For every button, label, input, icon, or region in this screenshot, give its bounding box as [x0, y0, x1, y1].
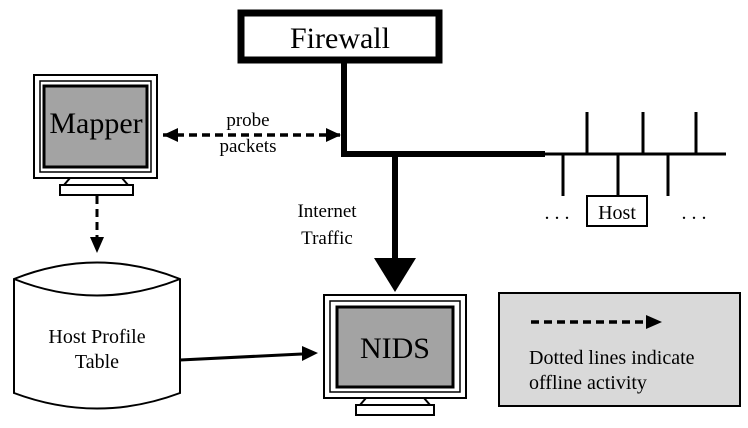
network-backbone — [341, 60, 726, 196]
probe-packets-arrow: probe packets — [163, 110, 341, 157]
ellipsis-left: . . . — [545, 202, 570, 224]
internet-traffic-arrow: Internet Traffic — [297, 154, 416, 292]
probe-label-line2: packets — [220, 136, 277, 157]
mapper-label: Mapper — [49, 107, 142, 140]
mapper-monitor: Mapper — [33, 74, 158, 196]
host-table-label-line2: Table — [75, 351, 119, 373]
nids-label: NIDS — [360, 332, 430, 365]
probe-label-line1: probe — [226, 110, 269, 131]
traffic-label-line2: Traffic — [301, 228, 353, 249]
firewall-node: Firewall — [237, 9, 443, 64]
host-label: Host — [598, 202, 636, 224]
nids-monitor: NIDS — [323, 294, 467, 416]
table-to-nids-arrow — [179, 346, 318, 362]
legend-line1: Dotted lines indicate — [529, 347, 695, 369]
host-profile-table: Host Profile Table — [13, 261, 181, 410]
legend-line2: offline activity — [529, 372, 647, 394]
legend-box: Dotted lines indicate offline activity — [498, 292, 741, 407]
host-node: Host — [586, 195, 648, 227]
ellipsis-right: . . . — [682, 202, 707, 224]
traffic-label-line1: Internet — [297, 201, 357, 222]
mapper-to-table-arrow — [90, 196, 104, 253]
firewall-label: Firewall — [290, 22, 390, 55]
host-table-label-line1: Host Profile — [48, 326, 145, 348]
